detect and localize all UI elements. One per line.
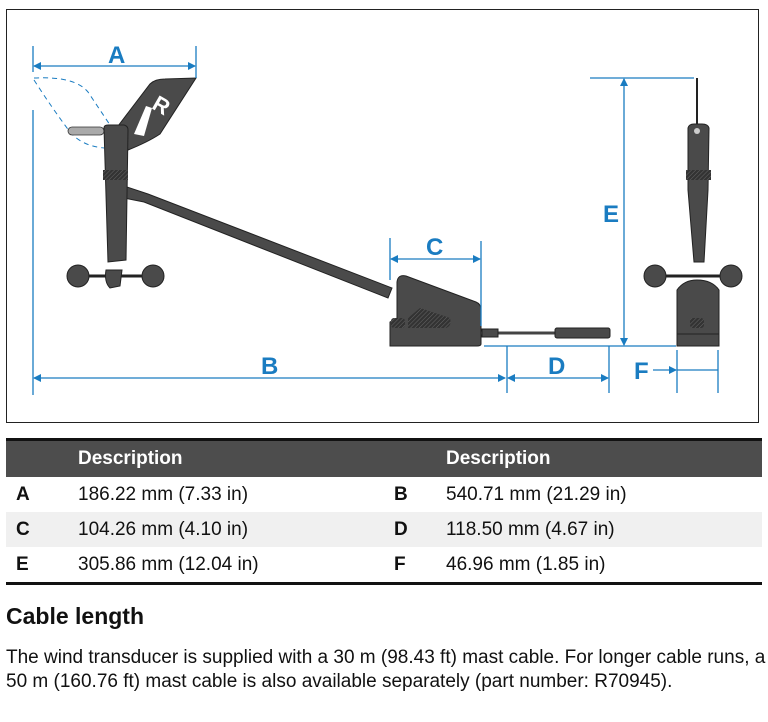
section-paragraph: The wind transducer is supplied with a 3… <box>6 647 766 692</box>
section-heading: Cable length <box>6 603 145 629</box>
dimension-value: 540.71 mm (21.29 in) <box>446 483 627 505</box>
header-description-2: Description <box>446 439 762 477</box>
dimensions-table: Description Description A 186.22 mm (7.3… <box>6 438 762 585</box>
arm <box>123 185 393 299</box>
table-row: C 104.26 mm (4.10 in) D 118.50 mm (4.67 … <box>6 512 762 547</box>
dimension-letter: D <box>394 512 446 547</box>
label-d: D <box>548 353 565 380</box>
label-f: F <box>634 358 649 385</box>
cable-connector <box>554 327 611 339</box>
dimension-value: 104.26 mm (4.10 in) <box>78 512 394 547</box>
dimension-letter: F <box>394 553 406 575</box>
dimension-value: 305.86 mm (12.04 in) <box>78 553 259 575</box>
table-row: A 186.22 mm (7.33 in) B 540.71 mm (21.29… <box>6 477 762 512</box>
transducer-front-view <box>643 78 743 347</box>
dimension-value: 118.50 mm (4.67 in) <box>446 512 762 547</box>
dimension-letter: A <box>16 483 30 505</box>
label-e: E <box>603 201 619 228</box>
dimension-letter: B <box>394 483 408 505</box>
mount-base <box>389 275 611 347</box>
header-description-1: Description <box>78 439 394 477</box>
vane-swing-outline <box>33 77 113 149</box>
header-blank-1 <box>6 439 78 477</box>
dimension-value: 186.22 mm (7.33 in) <box>78 483 249 505</box>
cup-left <box>66 264 90 288</box>
header-blank-2 <box>394 439 446 477</box>
table-row: E 305.86 mm (12.04 in) F 46.96 mm (1.85 … <box>6 547 762 584</box>
label-a: A <box>108 42 125 69</box>
label-b: B <box>261 353 278 380</box>
table-header: Description Description <box>6 439 762 477</box>
dimension-letter: C <box>6 512 78 547</box>
dimensions-diagram-drawing: R <box>32 42 743 395</box>
pointer <box>67 126 105 136</box>
dimensions-diagram <box>6 9 759 423</box>
cup-right <box>141 264 165 288</box>
body <box>103 124 129 263</box>
dimension-value: 46.96 mm (1.85 in) <box>446 553 606 575</box>
transducer-side-view: R <box>33 77 393 299</box>
label-c: C <box>426 234 443 261</box>
dimension-letter: E <box>16 553 29 575</box>
body-band <box>103 170 128 180</box>
